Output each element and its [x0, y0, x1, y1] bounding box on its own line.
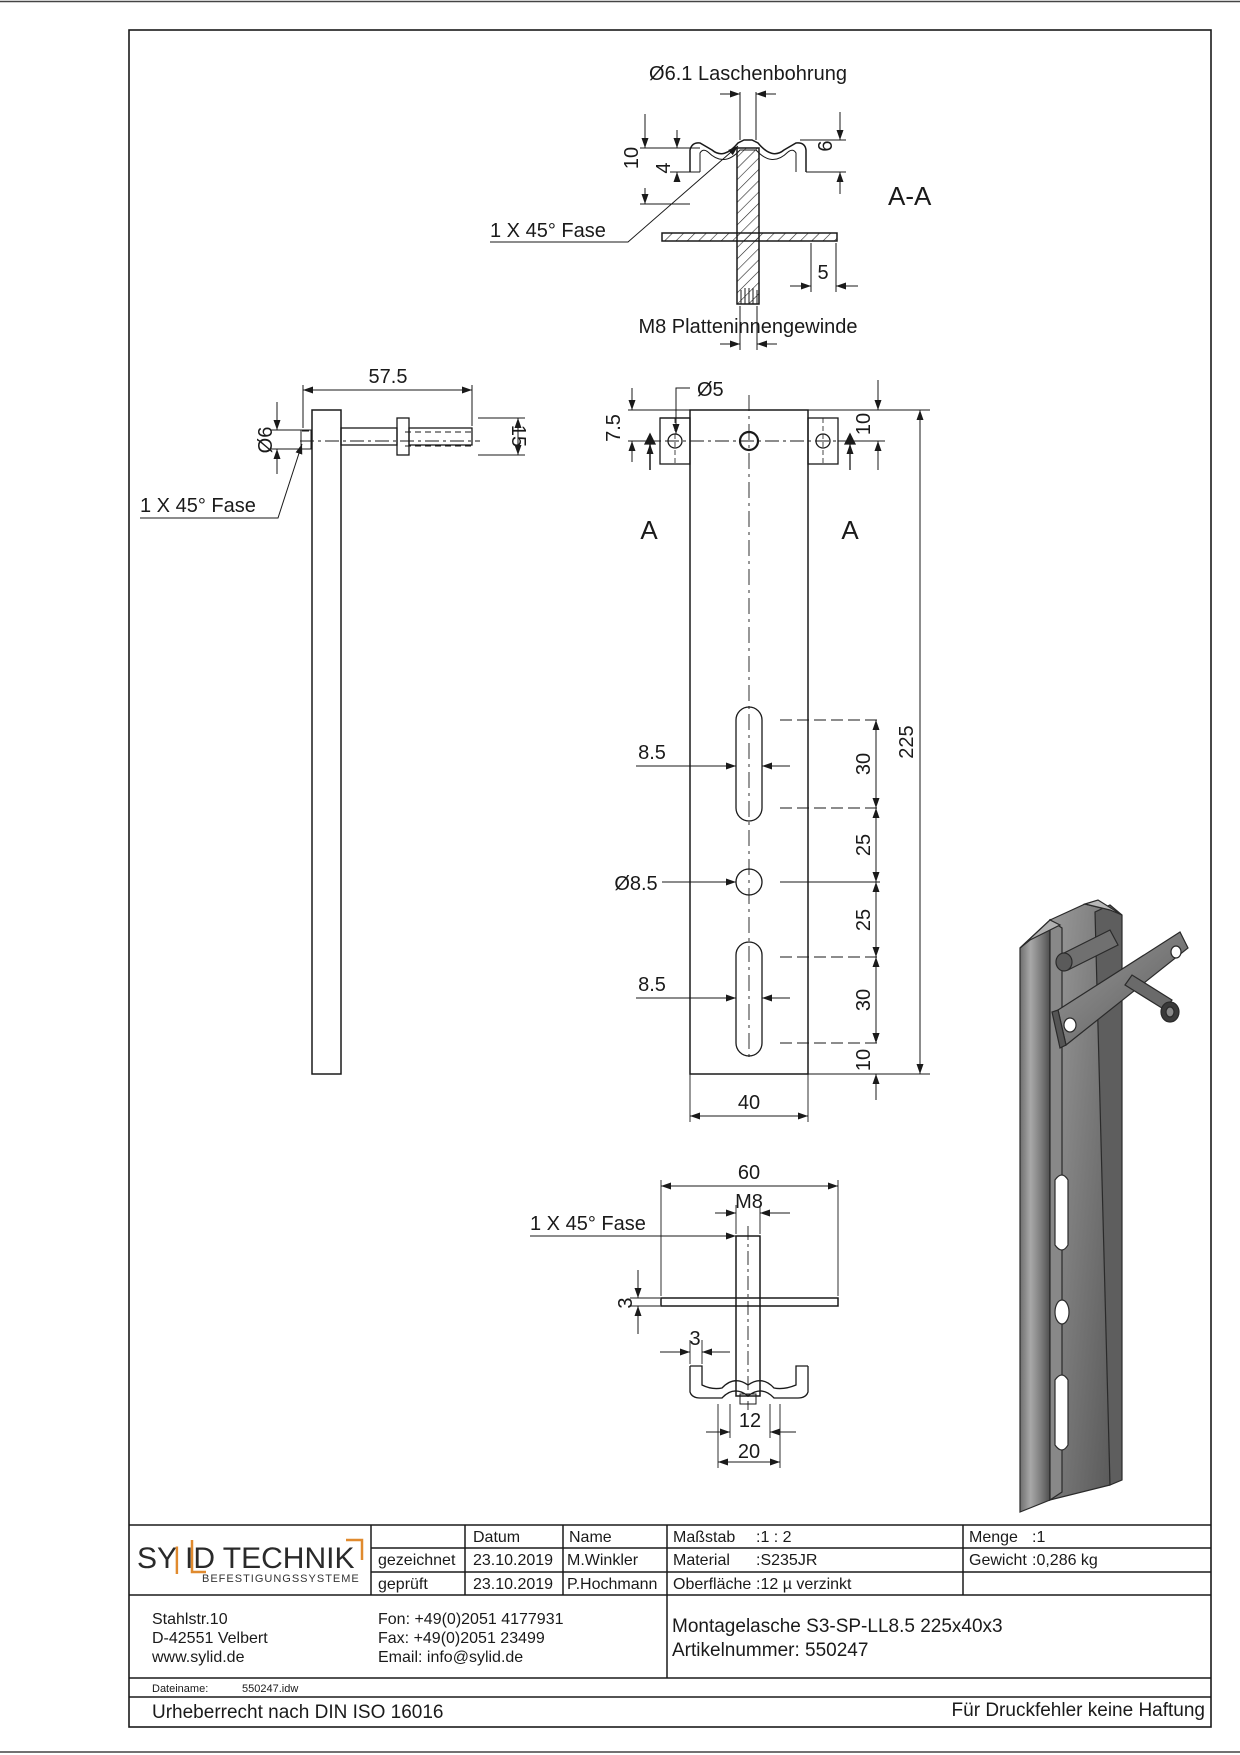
section-marker-right: A	[841, 515, 859, 545]
dim-hole-8-5: Ø8.5	[614, 873, 657, 895]
dim-25-a: 25	[853, 834, 875, 856]
contact-phone: Fon: +49(0)2051 4177931	[378, 1611, 564, 1628]
dim-slot-1: 8.5	[638, 742, 666, 764]
side-view	[140, 385, 525, 1075]
dim-40: 40	[738, 1092, 760, 1114]
bore-label: Ø6.1 Laschenbohrung	[649, 63, 847, 85]
logo-id-technik: ID TECHNIK	[185, 1542, 354, 1575]
bottom-view-text: 60 M8 1 X 45° Fase 3 3 12 20	[530, 1162, 763, 1463]
drawn-date: 23.10.2019	[473, 1552, 553, 1569]
dim-7-5: 7.5	[603, 414, 625, 442]
dim-6-section: 6	[815, 140, 837, 151]
thread-label: M8 Platteninnengewinde	[638, 316, 857, 338]
logo-bracket-left	[190, 1540, 206, 1574]
dim-10-section: 10	[621, 147, 643, 169]
address-web: www.sylid.de	[151, 1649, 245, 1666]
logo-bar: |	[173, 1542, 181, 1575]
dim-25-b: 25	[853, 909, 875, 931]
side-view-text: 57.5 Ø6 15 1 X 45° Fase	[140, 366, 529, 517]
dim-5-section: 5	[817, 262, 828, 284]
quantity-value: :1	[1032, 1529, 1045, 1546]
chamfer-label-side: 1 X 45° Fase	[140, 495, 256, 517]
title-block: SY | ID TECHNIK BEFESTIGUNGSSYSTEME Datu…	[137, 1529, 1205, 1723]
part-name: Montagelasche S3-SP-LL8.5 225x40x3	[672, 1616, 1003, 1637]
dim-10-top: 10	[853, 413, 875, 435]
drawing-frame	[128, 29, 1212, 1728]
contact-email: Email: info@sylid.de	[378, 1649, 523, 1666]
dim-225: 225	[896, 725, 918, 758]
bottom-view	[530, 1180, 839, 1468]
section-view-a-a	[490, 90, 858, 350]
section-view-text: Ø6.1 Laschenbohrung A-A 1 X 45° Fase M8 …	[490, 63, 932, 338]
dim-dia-6: Ø6	[255, 427, 277, 454]
weight-value: :0,286 kg	[1032, 1552, 1098, 1569]
address-street: Stahlstr.10	[152, 1611, 228, 1628]
isometric-illustration	[1019, 899, 1189, 1513]
quantity-label: Menge	[969, 1529, 1018, 1546]
address-city: D-42551 Velbert	[152, 1630, 268, 1647]
dim-30-a: 30	[853, 753, 875, 775]
dim-slot-2: 8.5	[638, 974, 666, 996]
scale-value: :1 : 2	[756, 1529, 792, 1546]
dim-20: 20	[738, 1441, 760, 1463]
part-number: Artikelnummer: 550247	[672, 1640, 868, 1661]
weight-label: Gewicht	[969, 1552, 1027, 1569]
front-view	[628, 380, 930, 1122]
scale-label: Maßstab	[673, 1529, 735, 1546]
checked-label: geprüft	[378, 1576, 428, 1593]
dim-15: 15	[507, 425, 529, 447]
drawn-label: gezeichnet	[378, 1552, 456, 1569]
material-value: :S235JR	[756, 1552, 817, 1569]
front-view-text: Ø5 7.5 10 A A 225 8.5 30 25 Ø8.5 25 8.5 …	[603, 379, 918, 1114]
surface-value: :12 µ verzinkt	[756, 1576, 852, 1593]
section-marker-left: A	[640, 515, 658, 545]
dim-m8: M8	[735, 1191, 763, 1213]
material-label: Material	[673, 1552, 730, 1569]
dim-60: 60	[738, 1162, 760, 1184]
logo-bracket-right	[346, 1538, 364, 1560]
logo-tagline: BEFESTIGUNGSSYSTEME	[202, 1573, 360, 1585]
contact-fax: Fax: +49(0)2051 23499	[378, 1630, 545, 1647]
chamfer-label-section: 1 X 45° Fase	[490, 220, 606, 242]
surface-label: Oberfläche	[673, 1576, 751, 1593]
dim-3-plate: 3	[615, 1297, 637, 1308]
header-datum: Datum	[473, 1529, 520, 1546]
dim-12: 12	[739, 1410, 761, 1432]
disclaimer: Für Druckfehler keine Haftung	[952, 1700, 1205, 1721]
checked-name: P.Hochmann	[567, 1576, 657, 1593]
dim-30-b: 30	[853, 989, 875, 1011]
chamfer-label-bottom: 1 X 45° Fase	[530, 1213, 646, 1235]
dim-3-gap: 3	[689, 1328, 700, 1350]
drawn-name: M.Winkler	[567, 1552, 639, 1569]
dim-57-5: 57.5	[369, 366, 408, 388]
file-label: Dateiname:	[152, 1683, 208, 1695]
section-title: A-A	[888, 181, 932, 211]
logo-sy: SY	[137, 1542, 177, 1575]
dim-4-section: 4	[653, 162, 675, 173]
file-value: 550247.idw	[242, 1683, 298, 1695]
header-name: Name	[569, 1529, 612, 1546]
dim-10-bottom: 10	[853, 1049, 875, 1071]
title-block-frame	[129, 1524, 1211, 1698]
checked-date: 23.10.2019	[473, 1576, 553, 1593]
dim-hole-5: Ø5	[697, 379, 724, 401]
copyright: Urheberrecht nach DIN ISO 16016	[152, 1702, 444, 1723]
company-logo: SY | ID TECHNIK BEFESTIGUNGSSYSTEME	[137, 1542, 360, 1585]
